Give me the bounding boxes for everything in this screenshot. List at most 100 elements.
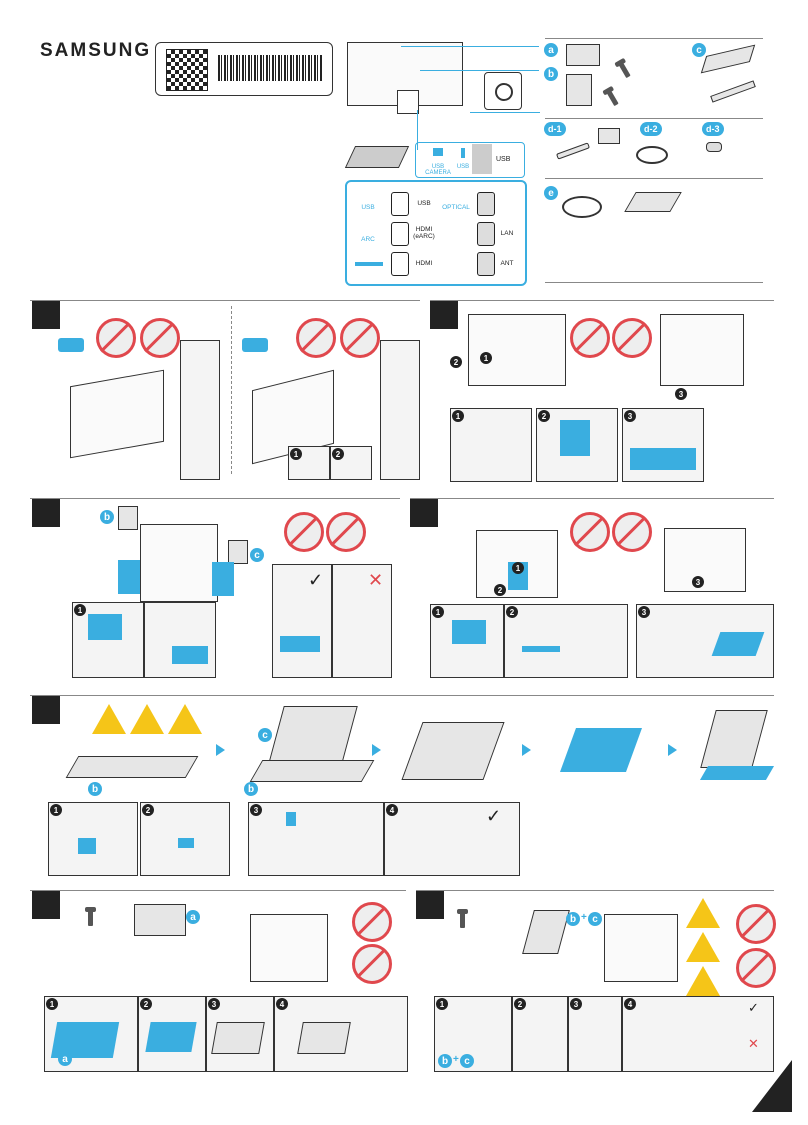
- plus-sign: +: [581, 912, 587, 923]
- component-tag-a: a: [544, 43, 558, 57]
- next-arrow-icon: [668, 744, 677, 756]
- stand-final-illustration: [700, 710, 768, 768]
- port-hdmi-earc-slot: [391, 222, 409, 246]
- clip-highlight: [178, 838, 194, 848]
- barcode: [218, 55, 322, 81]
- stand-assembled-illustration: [522, 910, 570, 954]
- detail-frame: [384, 802, 520, 876]
- component-tag-c: c: [460, 1054, 474, 1068]
- screw-icon: [457, 909, 468, 928]
- port-hdmi-earc: HDMI (eARC): [413, 226, 435, 240]
- step-marker: [32, 696, 60, 724]
- cross-icon: ✕: [748, 1036, 759, 1051]
- tv-standing-illustration: [140, 524, 218, 602]
- no-symbol-icon: [340, 318, 380, 358]
- step-marker: [32, 499, 60, 527]
- stand-base-illustration: [65, 756, 199, 778]
- tape-highlight: [522, 646, 560, 652]
- ng-frame: [332, 564, 392, 678]
- ok-frame: [272, 564, 332, 678]
- step-number: 1: [480, 352, 492, 364]
- component-tag-d3: d-3: [702, 122, 724, 136]
- screw-icon: [618, 61, 631, 79]
- stand-back-plate-illustration: [118, 506, 138, 530]
- hdmi-cable-icon: [355, 262, 383, 266]
- camera-illustration: [598, 128, 620, 144]
- parts-column: [180, 340, 220, 480]
- step-number: 2: [494, 584, 506, 596]
- warning-triangle-icon: [130, 704, 164, 734]
- port-hdmi-slot: [391, 252, 409, 276]
- tape-highlight: [560, 420, 590, 456]
- variant-label: [242, 338, 268, 352]
- no-symbol-icon: [612, 512, 652, 552]
- no-symbol-icon: [326, 512, 366, 552]
- step-number: 1: [452, 410, 464, 422]
- no-symbol-icon: [140, 318, 180, 358]
- next-arrow-icon: [372, 744, 381, 756]
- step-number: 4: [624, 998, 636, 1010]
- no-symbol-icon: [736, 904, 776, 944]
- port-ant-slot: [477, 252, 495, 276]
- dashed-divider: [231, 306, 232, 474]
- port-usb-right: USB: [417, 200, 431, 207]
- usb-port-top: USB: [456, 148, 470, 170]
- section-divider: [416, 890, 774, 891]
- step-number: 3: [638, 606, 650, 618]
- component-tag-b: b: [88, 782, 102, 796]
- wall-bracket-illustration: [134, 904, 186, 936]
- callout-line: [401, 46, 539, 47]
- port-optical: OPTICAL: [442, 204, 470, 211]
- next-arrow-icon: [216, 744, 225, 756]
- product-label: [155, 42, 333, 96]
- port-lan: LAN: [500, 230, 514, 237]
- component-tag-a: a: [58, 1052, 72, 1066]
- screw-head-illustration: [706, 142, 722, 152]
- wall-bracket-illustration: [297, 1022, 351, 1054]
- component-tag-c: c: [692, 43, 706, 57]
- port-arc: ARC: [361, 236, 375, 243]
- section-divider: [430, 300, 774, 301]
- parts-column: [380, 340, 420, 480]
- step-number: 1: [50, 804, 62, 816]
- cushion-highlight: [630, 448, 696, 470]
- step-number: 3: [570, 998, 582, 1010]
- connection-box-illustration: [624, 192, 682, 212]
- no-symbol-icon: [570, 318, 610, 358]
- component-tag-b: b: [244, 782, 258, 796]
- warning-triangle-icon: [168, 704, 202, 734]
- brand-logo: SAMSUNG: [40, 40, 152, 61]
- step-marker: [32, 301, 60, 329]
- connector-box: [397, 90, 419, 114]
- step-number: 3: [692, 576, 704, 588]
- no-symbol-icon: [96, 318, 136, 358]
- component-tag-b: b: [100, 510, 114, 524]
- section-divider: [30, 300, 420, 301]
- power-cable-illustration: [562, 196, 602, 218]
- check-icon: ✓: [748, 1000, 759, 1015]
- section-divider: [410, 498, 774, 499]
- callout-line: [470, 112, 540, 113]
- stand-base-illustration: [249, 760, 375, 782]
- no-symbol-icon: [736, 948, 776, 988]
- warning-triangle-icon: [686, 966, 720, 996]
- components-divider: [545, 118, 763, 119]
- callout-line: [417, 110, 418, 150]
- tv-box-illustration: [70, 369, 164, 459]
- step-number: 3: [250, 804, 262, 816]
- step-number: 4: [386, 804, 398, 816]
- detail-frame: [144, 602, 216, 678]
- component-tag-b: b: [566, 912, 580, 926]
- screw-icon: [606, 89, 619, 107]
- callout-line: [420, 70, 539, 71]
- warning-triangle-icon: [686, 932, 720, 962]
- component-tag-e: e: [544, 186, 558, 200]
- wall-bracket-highlight: [145, 1022, 197, 1052]
- step-marker: [430, 301, 458, 329]
- step-number: 3: [624, 410, 636, 422]
- step-marker: [32, 891, 60, 919]
- step-number: 1: [290, 448, 302, 460]
- outlet-socket: [495, 83, 513, 101]
- next-arrow-icon: [522, 744, 531, 756]
- component-tag-d2: d-2: [640, 122, 662, 136]
